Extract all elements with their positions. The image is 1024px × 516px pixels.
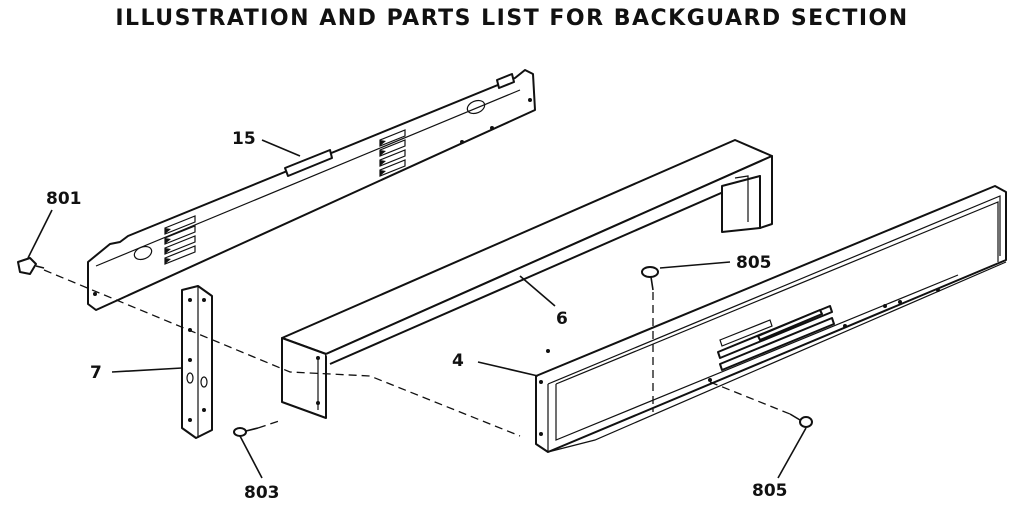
- callout-805-top: 805: [736, 253, 772, 273]
- callout-7: 7: [90, 363, 102, 383]
- callout-805-bottom: 805: [752, 481, 788, 501]
- part-7-vertical-bracket: [181, 285, 213, 439]
- screw-803: [233, 427, 259, 437]
- louvres-left: [164, 215, 196, 265]
- screw-805-top: [641, 266, 659, 291]
- assembly-lines: [43, 269, 791, 437]
- screw-805-bottom: [789, 413, 813, 428]
- callout-803: 803: [244, 483, 280, 503]
- part-6-channel: [281, 139, 773, 419]
- louvres-right: [379, 129, 406, 177]
- callout-6: 6: [556, 309, 568, 329]
- part-15-bracket: [87, 69, 536, 311]
- callout-801: 801: [46, 189, 82, 209]
- screw-801: [17, 257, 45, 275]
- callout-4: 4: [452, 351, 464, 371]
- leader-lines: [27, 139, 807, 479]
- diagram-title: ILLUSTRATION AND PARTS LIST FOR BACKGUAR…: [115, 6, 909, 31]
- callout-15: 15: [232, 129, 256, 149]
